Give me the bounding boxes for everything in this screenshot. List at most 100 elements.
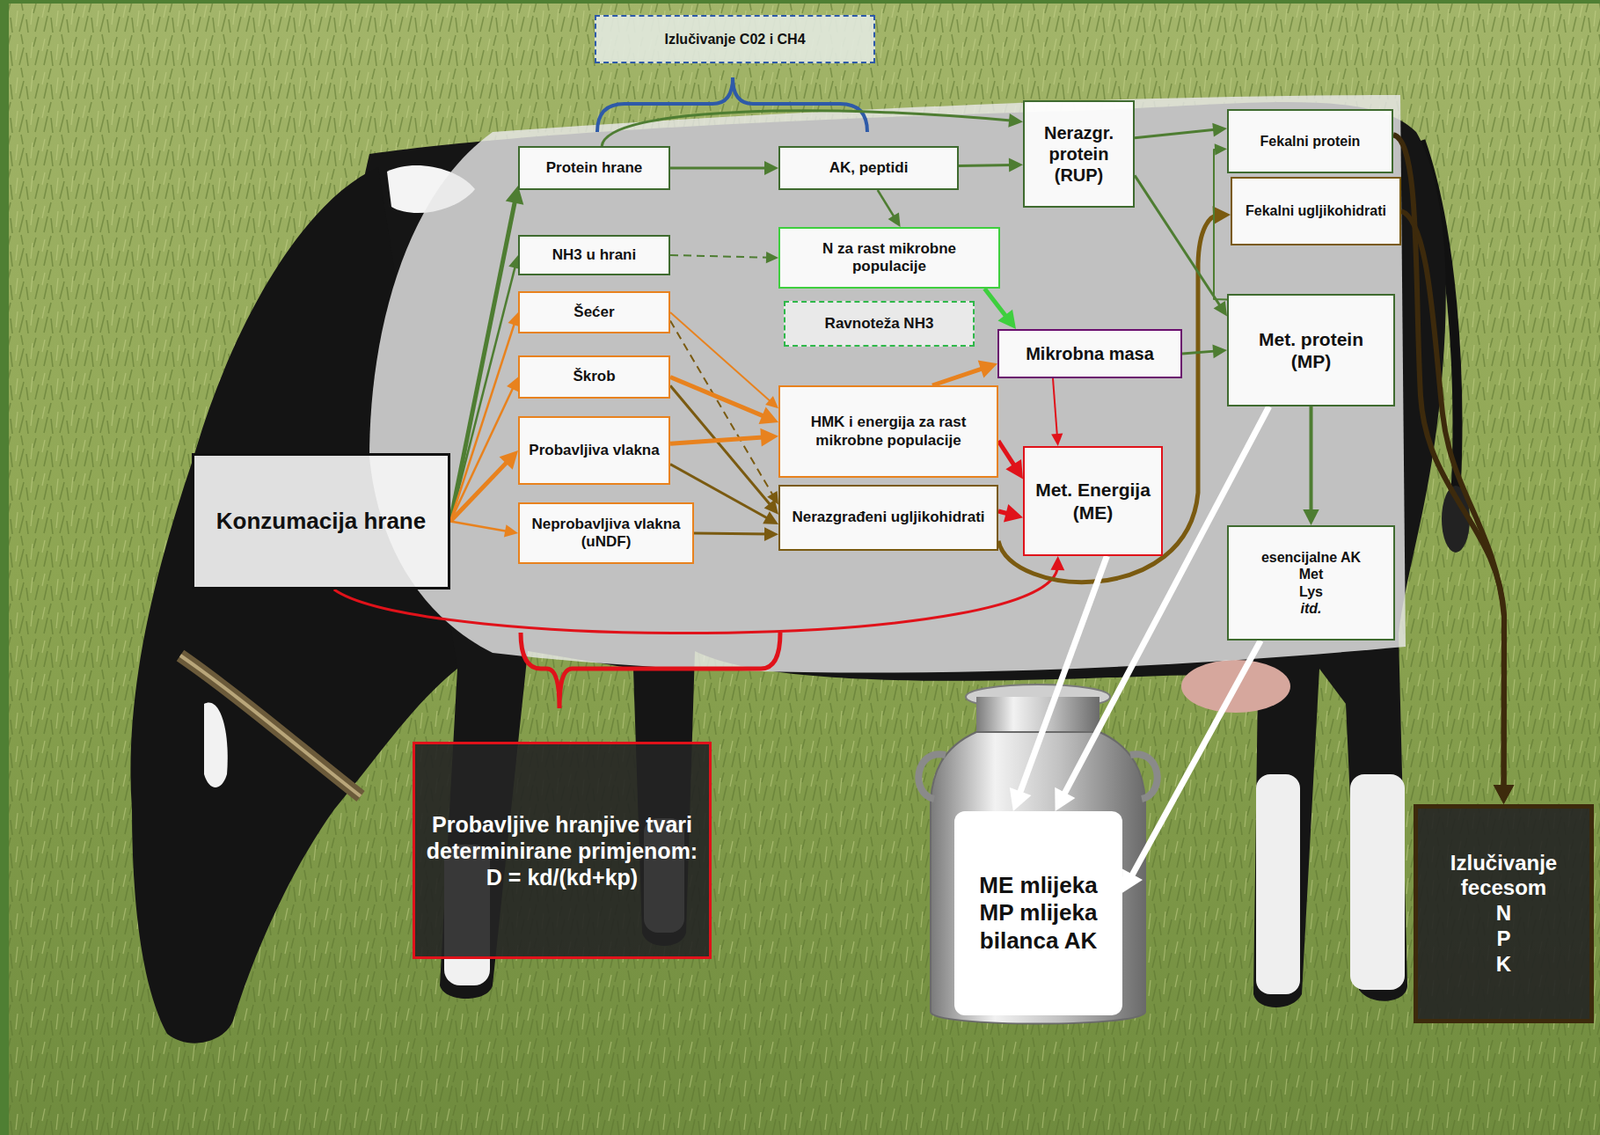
box-label: P [1425,926,1582,952]
arrow-head [1005,459,1023,480]
process-box: N za rast mikrobne populacije [778,226,1001,289]
frame-bar [0,0,1600,4]
connector-arrow [984,288,1016,329]
connector-arrow [670,251,779,264]
connector-arrow [1213,143,1228,300]
connector-line [601,110,1014,147]
arrow-head [1008,158,1023,173]
connector-line [1129,640,1261,880]
box-label: K [1425,951,1582,978]
connector-arrow [998,504,1023,522]
box-label: esencijalne AK [1236,548,1386,566]
arrow-head [1122,868,1143,892]
arrow-head [764,526,779,541]
arrow-head [499,450,519,470]
box-label: Neprobavljiva vlakna (uNDF) [527,515,685,552]
arrow-head [1212,343,1228,358]
cow-leg-white [1350,774,1405,990]
cow-leg-white [1256,774,1301,994]
box-label: Protein hrane [527,159,661,177]
connector-line [670,377,768,418]
connector-arrow [958,158,1023,173]
arrow-head [766,251,779,264]
connector-line [670,437,767,444]
arrow-head [997,309,1016,329]
connector-line [1393,134,1505,790]
connector-arrow [670,377,779,424]
connector-arrow [1302,406,1319,526]
connector-arrow [1401,211,1514,804]
arrow-head [1213,300,1228,317]
box-label: N [1425,900,1582,927]
arrow-head [1302,509,1319,526]
connector-arrow [1051,378,1063,446]
connector-line [670,255,770,258]
box-label: Fekalni ugljikohidrati [1240,202,1392,220]
process-box: Probavljiva vlakna [518,416,671,485]
box-label: Met. protein (MP) [1236,328,1386,373]
box-label: Met. Energija (ME) [1032,478,1154,523]
connector-line [958,164,1014,166]
connector-line [450,385,515,521]
box-label: Izlučivanje fecesom [1425,850,1582,902]
connector-line [984,288,1009,320]
milk-can-neck [976,696,1100,734]
box-label: Ravnoteža NH3 [793,314,965,333]
arrow-head [1008,113,1023,128]
arrow-head [1050,555,1065,570]
red-brace [520,632,781,709]
box-label: Mikrobna masa [1007,343,1173,365]
process-box: Neprobavljiva vlakna (uNDF) [518,502,695,564]
cow-blaze [204,701,228,788]
process-box: Fekalni ugljikohidrati [1230,176,1402,246]
connector-line [450,263,516,521]
process-box: Probavljive hranjive tvari determinirane… [412,741,712,959]
process-box: Nerazgr. protein (RUP) [1022,100,1135,208]
arrow-head [1212,123,1228,138]
box-label: Šećer [527,303,661,322]
box-label: AK, peptidi [788,159,950,177]
connector-arrow [932,360,998,386]
connector-arrow [1182,343,1228,358]
arrow-head [1051,433,1063,446]
connector-arrow [450,255,521,522]
process-box: Met. protein (MP) [1227,293,1396,407]
process-box: Ravnoteža NH3 [783,300,975,347]
body-overlay [369,94,1406,673]
process-box: Fekalni protein [1227,109,1394,174]
connector-line [1309,406,1314,514]
box-label: Škrob [527,367,661,386]
process-box: Mikrobna masa [997,328,1183,379]
box-label: Nerazgrađeni ugljikohidrati [788,508,989,527]
connector-line [670,312,773,403]
connector-line [450,197,516,522]
connector-line [670,321,775,497]
connector-arrow [877,189,901,227]
box-label: Konzumacija hrane [202,507,440,535]
box-label: Probavljive hranjive tvari determinirane… [423,810,702,891]
connector-line [450,521,510,533]
connector-line [1401,211,1505,791]
process-box: Met. Energija (ME) [1022,445,1163,556]
arrow-head [978,360,998,379]
process-box: Škrob [518,355,671,399]
arrow-head [1054,787,1075,811]
arrow-head [759,428,779,447]
box-label: Izlučivanje C02 i CH4 [604,30,866,48]
connector-arrow [450,450,519,522]
box-label: Lys [1236,583,1386,600]
connector-arrow [670,160,779,176]
connector-arrow [1134,123,1228,139]
connector-arrow [450,312,520,522]
arrow-head [762,511,779,525]
box-label: Probavljiva vlakna [527,441,661,460]
arrow-head [765,395,779,409]
connector-arrow [450,185,524,522]
connector-line [1182,350,1218,354]
connector-line [877,189,896,220]
arrow-head [758,407,779,424]
process-box: Protein hrane [518,146,671,190]
connector-line [670,385,773,507]
box-label: HMK i energija za rast mikrobne populaci… [788,413,989,450]
connector-arrow [670,312,779,409]
